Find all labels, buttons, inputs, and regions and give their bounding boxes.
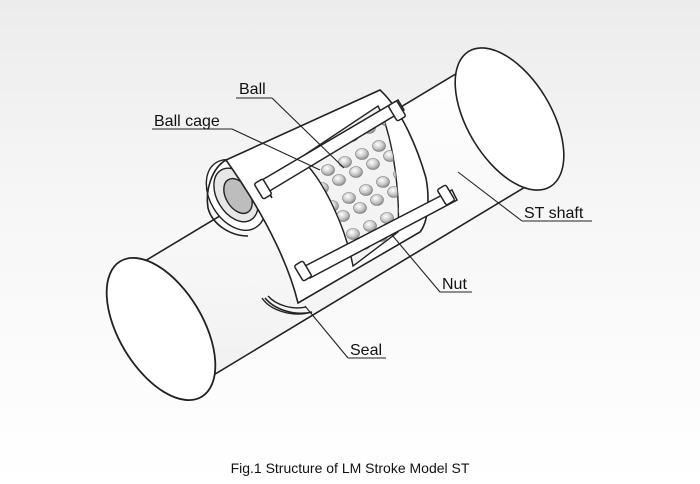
ball bbox=[332, 174, 346, 186]
lm-stroke-diagram: Ball Ball cage ST shaft Nut Seal bbox=[105, 47, 592, 401]
ball bbox=[338, 156, 352, 168]
label-nut: Nut bbox=[442, 276, 467, 293]
ball bbox=[372, 140, 386, 152]
seal-front bbox=[261, 295, 313, 315]
figure-caption: Fig.1 Structure of LM Stroke Model ST bbox=[230, 460, 470, 476]
ball bbox=[376, 176, 390, 188]
retaining-band-upper bbox=[254, 98, 406, 200]
ball bbox=[366, 158, 380, 170]
retaining-band-lower bbox=[294, 184, 458, 282]
label-seal: Seal bbox=[350, 342, 382, 359]
ball bbox=[355, 148, 369, 160]
ball bbox=[349, 166, 363, 178]
ball bbox=[363, 220, 377, 232]
ball bbox=[397, 204, 399, 216]
label-ball: Ball bbox=[239, 81, 266, 98]
label-st-shaft: ST shaft bbox=[524, 205, 584, 222]
ball bbox=[370, 194, 384, 206]
shaft-end-face bbox=[105, 257, 217, 401]
leader-lines bbox=[152, 97, 592, 359]
ball bbox=[359, 184, 373, 196]
label-ball-cage: Ball cage bbox=[154, 113, 220, 130]
ball bbox=[346, 228, 360, 240]
ball bbox=[353, 202, 367, 214]
ball bbox=[342, 192, 356, 204]
ball bbox=[321, 164, 335, 176]
